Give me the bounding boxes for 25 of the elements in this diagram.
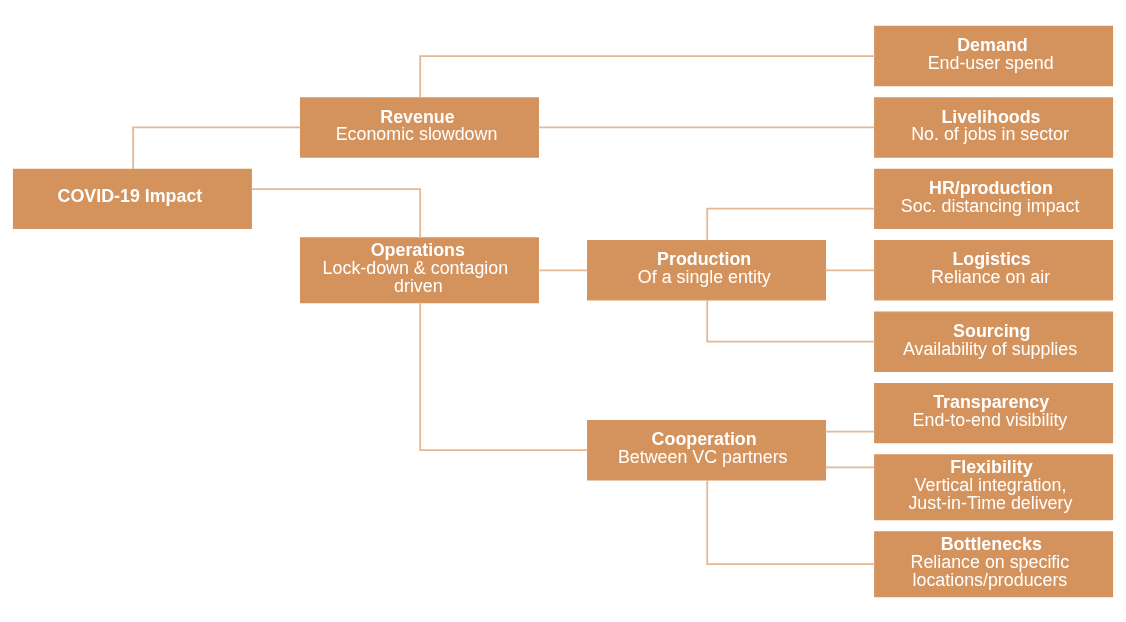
node-box: Revenue Economic slowdown	[299, 96, 539, 158]
connector	[706, 207, 876, 241]
connector	[706, 478, 876, 565]
node-box: Production Of a single entity	[587, 239, 827, 300]
node-box: Transparency End-to-end visibility	[874, 382, 1114, 443]
node-box: Livelihoods No. of jobs in sector	[874, 96, 1114, 158]
connector	[537, 268, 589, 271]
node-box: Operations Lock-down & contagion driven	[299, 236, 539, 303]
node-box: Logistics Reliance on air	[874, 239, 1114, 300]
node-box: COVID-19 Impact	[12, 168, 252, 229]
connector	[132, 126, 302, 170]
connector	[419, 301, 589, 451]
node-box: Bottlenecks Reliance on specific locations/producers	[874, 530, 1114, 597]
connector	[824, 268, 876, 271]
connector	[250, 187, 422, 239]
node-box: Sourcing Availability of supplies	[874, 311, 1114, 372]
node-box: Flexibility Vertical integration, Just-in-Time delivery	[874, 453, 1114, 520]
connector	[419, 54, 876, 98]
connector	[824, 466, 876, 468]
node-box: Demand End-user spend	[874, 25, 1114, 86]
connector	[706, 298, 876, 343]
node-box: Cooperation Between VC partners	[587, 419, 827, 480]
connector	[824, 430, 876, 433]
connector	[537, 126, 876, 128]
node-box: HR/production Soc. distancing impact	[874, 168, 1114, 229]
